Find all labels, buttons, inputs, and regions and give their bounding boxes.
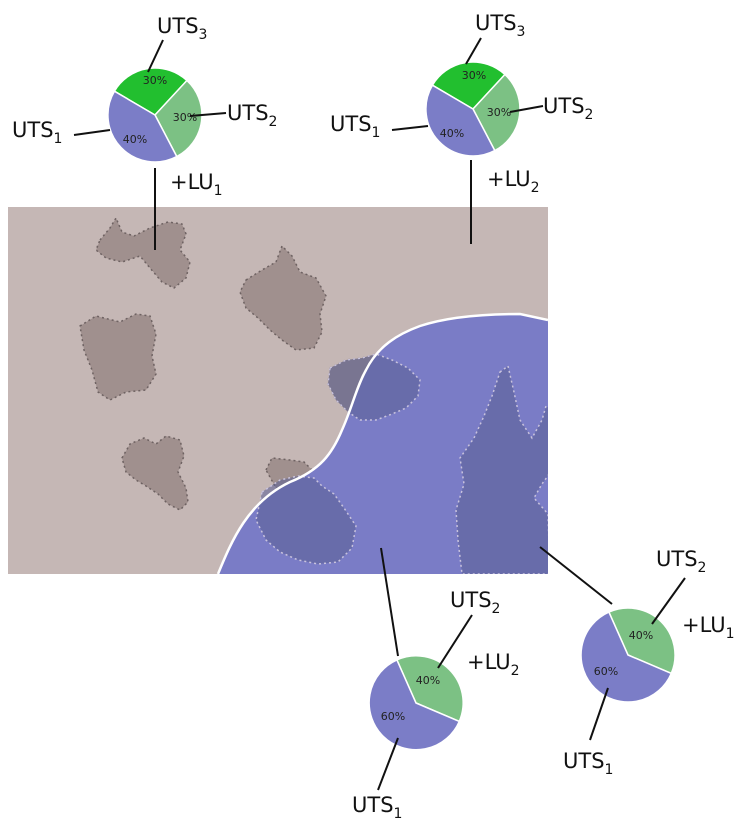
leader-uts3 [147,39,164,73]
label-uts2: UTS2 [450,588,500,617]
leader-uts1 [377,737,399,791]
pie-slice-uts1 [425,84,496,157]
soil-patch-overlap [455,364,548,574]
pie-slice-uts1 [368,658,461,751]
pie-value-uts1: 60% [594,665,618,678]
soil-patch [79,313,157,401]
soil-patch [95,216,191,289]
pie-value-uts2: 40% [629,629,653,642]
pie-slice-uts2 [154,79,203,158]
soil-patch [239,244,327,351]
pie-value-uts2: 30% [487,106,511,119]
label-uts3: UTS3 [157,14,207,43]
leader-uts1 [391,125,429,131]
soil-patch [121,435,189,511]
pie-slice-uts1 [580,611,673,703]
leader-uts2 [189,112,227,117]
leader-uts2 [437,614,473,669]
pie-stem [539,546,613,605]
label-uts2: UTS2 [227,101,277,130]
label-lu1: +LU1 [170,170,223,199]
leader-uts1 [589,687,609,741]
label-uts1: UTS1 [352,793,402,820]
label-uts2: UTS2 [656,547,706,576]
label-uts3: UTS3 [475,11,525,40]
pie-value-uts3: 30% [143,74,167,87]
pie-stem [380,547,399,657]
pie-lu2-top: 30% 30% 40% UTS3 UTS2 UTS1 +LU2 [330,11,593,244]
pie-slice-uts2 [472,73,521,152]
label-uts1: UTS1 [330,112,380,141]
label-uts1: UTS1 [12,118,62,147]
landscape-map [8,207,548,574]
label-uts1: UTS1 [563,749,613,778]
leader-uts3 [465,37,482,65]
pie-lu1-bottom: 40% 60% UTS2 UTS1 +LU1 [539,546,735,778]
pie-value-uts1: 40% [440,127,464,140]
leader-uts2 [651,577,686,625]
label-uts2: UTS2 [543,94,593,123]
land-unit-boundary [216,312,548,574]
leader-uts2 [509,105,544,113]
pie-lu1-top: 30% 30% 40% UTS3 UTS2 UTS1 +LU1 [12,14,277,250]
pie-slice-uts1 [107,90,178,163]
pie-slice-uts2 [395,655,464,723]
pie-value-uts2: 40% [416,674,440,687]
pie-value-uts3: 30% [462,69,486,82]
pie-slice-uts3 [113,67,188,116]
pie-value-uts1: 60% [381,710,405,723]
label-lu1: +LU1 [682,613,735,642]
pie-slice-uts2 [607,607,676,675]
pie-lu2-bottom: 40% 60% UTS2 UTS1 +LU2 [352,547,520,820]
leader-uts1 [73,129,111,136]
pie-value-uts1: 40% [123,133,147,146]
label-lu2: +LU2 [467,650,520,679]
pie-value-uts2: 30% [173,111,197,124]
soil-patch-overlap [255,475,357,565]
label-lu2: +LU2 [487,167,540,196]
